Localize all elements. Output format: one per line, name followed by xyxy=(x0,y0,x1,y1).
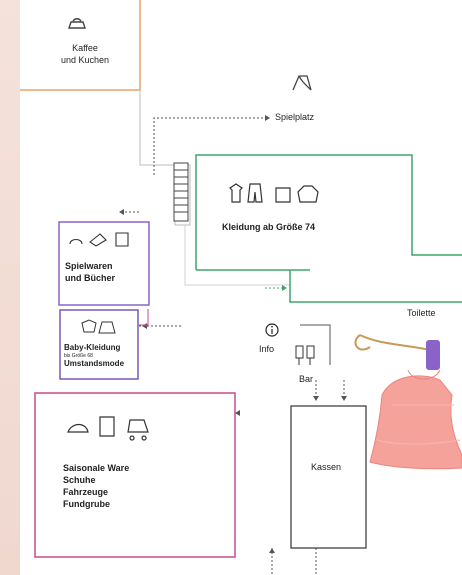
clothing-border-lower xyxy=(289,270,462,303)
info-icon xyxy=(265,323,279,337)
baby-clothes-icon xyxy=(81,319,116,334)
wall-middle xyxy=(184,225,291,300)
bar-label: Bar xyxy=(299,374,314,384)
seasonal-label-line3: Fahrzeuge xyxy=(63,487,109,497)
toilets-label: Toilette xyxy=(407,308,436,318)
clothing-icon xyxy=(229,183,319,203)
seasonal-label-line2: Schuhe xyxy=(63,475,96,485)
bar-counter xyxy=(300,324,331,365)
toys-icon xyxy=(69,232,129,247)
checkout-label: Kassen xyxy=(311,462,342,472)
bar-icon xyxy=(295,345,315,365)
clothing-border xyxy=(195,154,462,270)
info-label: Info xyxy=(259,344,275,354)
dress-illustration xyxy=(354,334,462,470)
green-arrowhead xyxy=(282,285,287,291)
baby-label: Baby-Kleidung bis Größe 68 Umstandsmode xyxy=(64,343,124,369)
baby-label-line3: Umstandsmode xyxy=(64,359,125,368)
seasonal-label: Saisonale Ware Schuhe Fahrzeuge Fundgrub… xyxy=(63,462,129,510)
cafe-label: Kaffee und Kuchen xyxy=(50,42,120,66)
seasonal-goods-icon xyxy=(67,416,149,441)
seasonal-label-line1: Saisonale Ware xyxy=(63,463,130,473)
baby-connector xyxy=(139,309,149,326)
baby-border xyxy=(59,309,139,380)
slide-icon xyxy=(292,75,312,91)
seasonal-label-line4: Fundgrube xyxy=(63,499,110,509)
left-background xyxy=(0,0,20,575)
cake-icon xyxy=(68,18,86,29)
baby-label-line2: bis Größe 68 xyxy=(64,353,93,359)
checkout-border xyxy=(290,405,367,549)
clothing-label: Kleidung ab Größe 74 xyxy=(222,222,316,232)
staircase xyxy=(173,162,189,222)
cafe-label-line1: Kaffee xyxy=(72,43,98,53)
playground-label: Spielplatz xyxy=(275,112,315,122)
cafe-label-line2: und Kuchen xyxy=(60,55,110,65)
clothespin xyxy=(426,340,440,370)
toys-label: Spielwaren und Bücher xyxy=(65,260,115,284)
toys-label-line2: und Bücher xyxy=(65,273,116,283)
toys-label-line1: Spielwaren xyxy=(65,261,113,271)
toys-border xyxy=(58,221,150,306)
baby-label-line1: Baby-Kleidung xyxy=(64,343,121,352)
